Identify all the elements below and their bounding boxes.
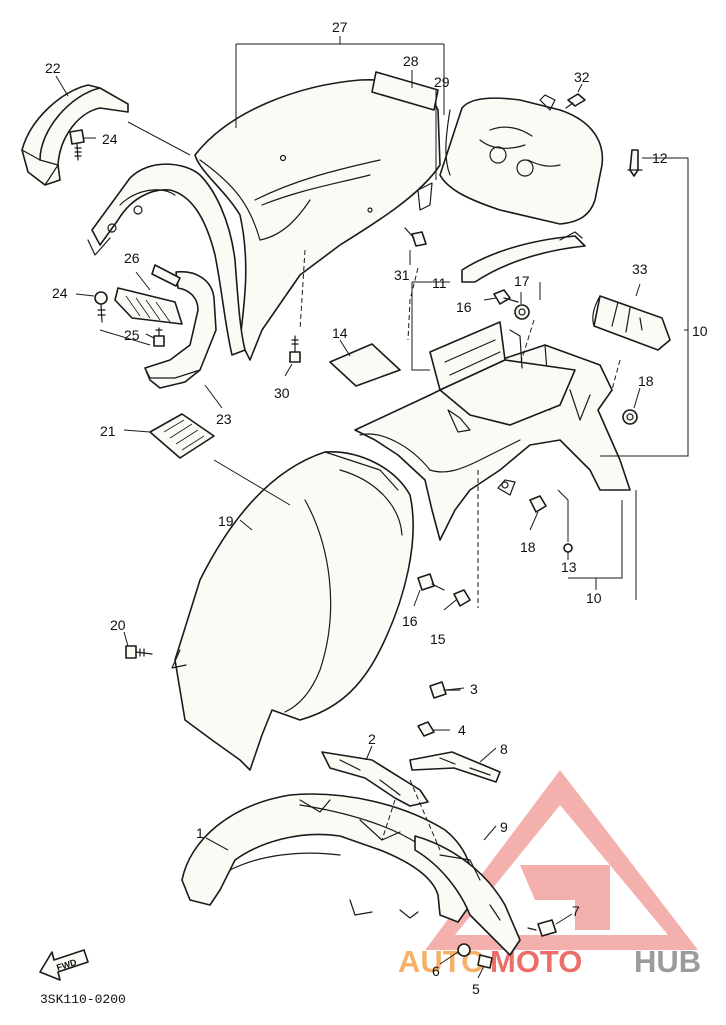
seat-cowl (87, 79, 441, 361)
callout-label: 28 (403, 53, 419, 69)
callout-label: 11 (432, 275, 447, 291)
license-lamp-33 (592, 295, 671, 351)
callout-label: 10 (692, 323, 708, 339)
callout-label: 7 (572, 903, 580, 919)
bracket-11 (461, 231, 586, 283)
callout-label: 27 (332, 19, 348, 35)
callout-label: 2 (368, 731, 376, 747)
callout-label: 21 (100, 423, 116, 439)
stay-8 (409, 751, 501, 783)
bracket-26 (114, 264, 183, 325)
callout-label: 22 (45, 60, 61, 76)
bolt-5 (477, 954, 493, 969)
bolt-7 (527, 919, 557, 937)
taillight-housing (439, 94, 604, 225)
callout-label: 10 (586, 590, 602, 606)
callout-label: 24 (52, 285, 68, 301)
callout-label: 16 (402, 613, 418, 629)
callout-label: 5 (472, 981, 480, 997)
grab-handle (21, 84, 129, 186)
bolt-24-lower (94, 291, 108, 323)
callout-label: 18 (520, 539, 536, 555)
leader-lines (55, 36, 689, 979)
fender-cover-9 (414, 835, 521, 956)
seat-strap (371, 71, 439, 111)
screw-32 (565, 93, 586, 109)
callout-label: 19 (218, 513, 234, 529)
bolt-25 (153, 327, 165, 347)
callouts: 27 28 29 22 24 32 12 33 10 26 24 25 31 1… (45, 19, 708, 997)
callout-label: 1 (196, 825, 204, 841)
callout-label: 17 (514, 273, 530, 289)
callout-label: 30 (274, 385, 290, 401)
callout-label: 12 (652, 150, 668, 166)
callout-label: 13 (561, 559, 577, 575)
callout-label: 23 (216, 411, 232, 427)
washer-13 (563, 543, 573, 553)
callout-label: 8 (500, 741, 508, 757)
bolt-3 (429, 681, 461, 699)
callout-label: 15 (430, 631, 446, 647)
callout-label: 9 (500, 819, 508, 835)
license-bracket (429, 321, 576, 433)
nut-15 (453, 589, 471, 607)
grab-handle-rear (144, 271, 217, 389)
front-fender-1 (181, 793, 474, 923)
rear-fender-19 (171, 451, 414, 771)
callout-label: 24 (102, 131, 118, 147)
callout-label: 20 (110, 617, 126, 633)
callout-label: 25 (124, 327, 140, 343)
callout-label: 6 (432, 963, 440, 979)
callout-label: 18 (638, 373, 654, 389)
callout-label: 31 (394, 267, 410, 283)
plate-14 (329, 343, 401, 387)
callout-label: 4 (458, 722, 466, 738)
bolt-31 (404, 227, 427, 247)
watermark-hub: HUB (634, 944, 701, 979)
callout-label: 14 (332, 325, 348, 341)
nut-4 (417, 721, 435, 737)
bolt-24-upper (69, 129, 85, 161)
forward-arrow-icon: FWD (39, 949, 89, 981)
bolt-30 (289, 335, 301, 363)
callout-label: 26 (124, 250, 140, 266)
diagram-code: 3SK110-0200 (40, 992, 126, 1007)
bolt-16-lower (417, 573, 445, 591)
callout-label: 32 (574, 69, 590, 85)
nut-17 (514, 304, 530, 320)
bolt-20 (125, 645, 153, 659)
reflector-21 (149, 413, 215, 459)
callout-label: 3 (470, 681, 478, 697)
callout-label: 16 (456, 299, 472, 315)
nut-18-lower (529, 495, 547, 513)
callout-label: 29 (434, 74, 450, 90)
callout-label: 33 (632, 261, 648, 277)
clip-12 (627, 149, 643, 177)
bolt-6 (457, 943, 471, 957)
nut-18-right (622, 409, 638, 425)
stay-2 (321, 751, 429, 807)
watermark-auto: AUTO (398, 944, 485, 979)
bolt-16-upper (493, 289, 519, 305)
